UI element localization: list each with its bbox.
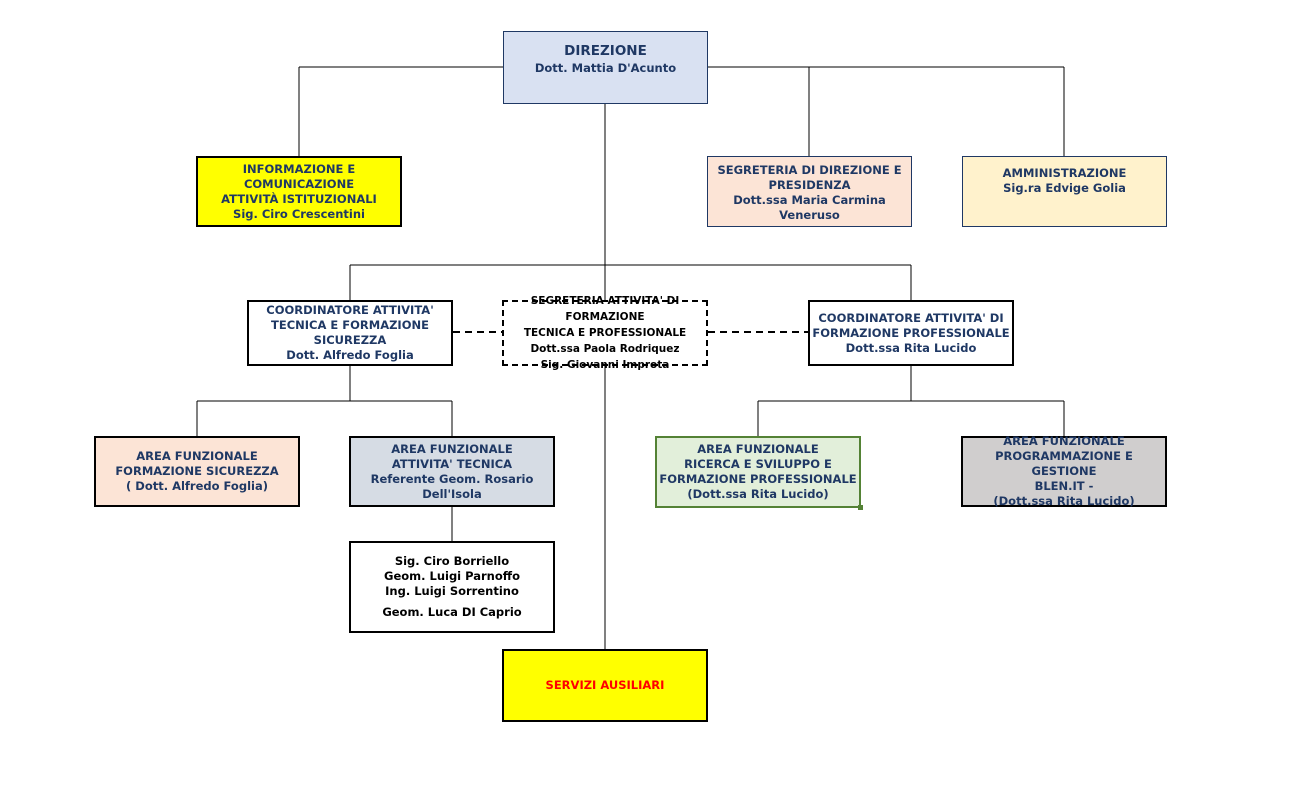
area-ricerca-line2: RICERCA E SVILUPPO E [684, 457, 832, 471]
coordinatore-tecnica-line3: SICUREZZA [313, 333, 387, 347]
area-programmazione-line1: AREA FUNZIONALE [1003, 434, 1125, 448]
box-informazione: INFORMAZIONE E COMUNICAZIONE ATTIVITÀ IS… [196, 156, 402, 227]
staff-name3: Ing. Luigi Sorrentino [385, 584, 519, 598]
coordinatore-formazione-name: Dott.ssa Rita Lucido [845, 340, 977, 355]
area-programmazione-line2: PROGRAMMAZIONE E GESTIONE [995, 449, 1133, 478]
direzione-title: DIREZIONE [564, 43, 647, 59]
area-tecnica-line3: Referente Geom. Rosario [370, 471, 534, 486]
area-programmazione-name: (Dott.ssa Rita Lucido) [993, 494, 1135, 508]
selection-handle [858, 505, 863, 510]
box-segreteria-formazione: SEGRETERIA ATTIVITA' DI FORMAZIONE TECNI… [502, 295, 708, 371]
direzione-name: Dott. Mattia D'Acunto [534, 61, 677, 75]
box-area-sicurezza: AREA FUNZIONALE FORMAZIONE SICUREZZA ( D… [94, 436, 300, 507]
area-ricerca-name: (Dott.ssa Rita Lucido) [687, 487, 829, 501]
coordinatore-tecnica-line1: COORDINATORE ATTIVITA' [266, 303, 434, 317]
staff-name1: Sig. Ciro Borriello [394, 554, 510, 568]
box-area-ricerca: AREA FUNZIONALE RICERCA E SVILUPPO E FOR… [655, 436, 861, 508]
amministrazione-name: Sig.ra Edvige Golia [1003, 181, 1126, 195]
area-sicurezza-name: ( Dott. Alfredo Foglia) [126, 479, 268, 493]
staff-name4: Geom. Luca DI Caprio [382, 605, 522, 619]
box-servizi-ausiliari: SERVIZI AUSILIARI [502, 649, 708, 722]
area-tecnica-line2: ATTIVITA' TECNICA [391, 456, 513, 471]
box-coordinatore-formazione: COORDINATORE ATTIVITA' DI FORMAZIONE PRO… [808, 300, 1014, 366]
box-staff-tecnico: Sig. Ciro Borriello Geom. Luigi Parnoffo… [349, 541, 555, 633]
staff-name2: Geom. Luigi Parnoffo [384, 569, 520, 583]
box-coordinatore-tecnica: COORDINATORE ATTIVITA' TECNICA E FORMAZI… [247, 300, 453, 366]
area-tecnica-line4: Dell'Isola [422, 486, 482, 501]
segreteria-formazione-line2: TECNICA E PROFESSIONALE [523, 327, 687, 339]
area-sicurezza-line1: AREA FUNZIONALE [136, 449, 258, 463]
informazione-line1: INFORMAZIONE E [242, 161, 356, 176]
area-ricerca-line1: AREA FUNZIONALE [697, 442, 819, 456]
segreteria-formazione-line1: SEGRETERIA ATTIVITA' DI FORMAZIONE [530, 295, 680, 323]
coordinatore-tecnica-line2: TECNICA E FORMAZIONE [271, 318, 429, 332]
coordinatore-formazione-line1: COORDINATORE ATTIVITA' DI [818, 310, 1004, 325]
box-amministrazione: AMMINISTRAZIONE Sig.ra Edvige Golia [962, 156, 1167, 227]
informazione-name: Sig. Ciro Crescentini [233, 206, 365, 221]
informazione-line2: COMUNICAZIONE [243, 176, 355, 191]
segreteria-formazione-name2: Sig. Giovanni Improta [540, 359, 670, 371]
area-sicurezza-line2: FORMAZIONE SICUREZZA [115, 464, 279, 478]
informazione-line3: ATTIVITÀ ISTITUZIONALI [221, 191, 377, 206]
box-direzione: DIREZIONE Dott. Mattia D'Acunto [503, 31, 708, 104]
area-programmazione-line3: BLEN.IT - [1034, 479, 1094, 493]
segreteria-direzione-line2: PRESIDENZA [768, 178, 851, 192]
coordinatore-tecnica-name: Dott. Alfredo Foglia [286, 348, 414, 362]
box-area-programmazione: AREA FUNZIONALE PROGRAMMAZIONE E GESTION… [961, 434, 1167, 508]
servizi-title: SERVIZI AUSILIARI [545, 678, 665, 692]
segreteria-formazione-name1: Dott.ssa Paola Rodriquez [530, 343, 680, 355]
box-segreteria-direzione: SEGRETERIA DI DIREZIONE E PRESIDENZA Dot… [707, 156, 912, 227]
amministrazione-title: AMMINISTRAZIONE [1002, 166, 1127, 180]
coordinatore-formazione-line2: FORMAZIONE PROFESSIONALE [812, 325, 1010, 340]
area-ricerca-line3: FORMAZIONE PROFESSIONALE [659, 472, 857, 486]
area-tecnica-line1: AREA FUNZIONALE [391, 441, 513, 456]
box-area-tecnica: AREA FUNZIONALE ATTIVITA' TECNICA Refere… [349, 436, 555, 507]
segreteria-direzione-name: Dott.ssa Maria Carmina Veneruso [733, 193, 886, 222]
segreteria-direzione-line1: SEGRETERIA DI DIREZIONE E [717, 163, 902, 177]
